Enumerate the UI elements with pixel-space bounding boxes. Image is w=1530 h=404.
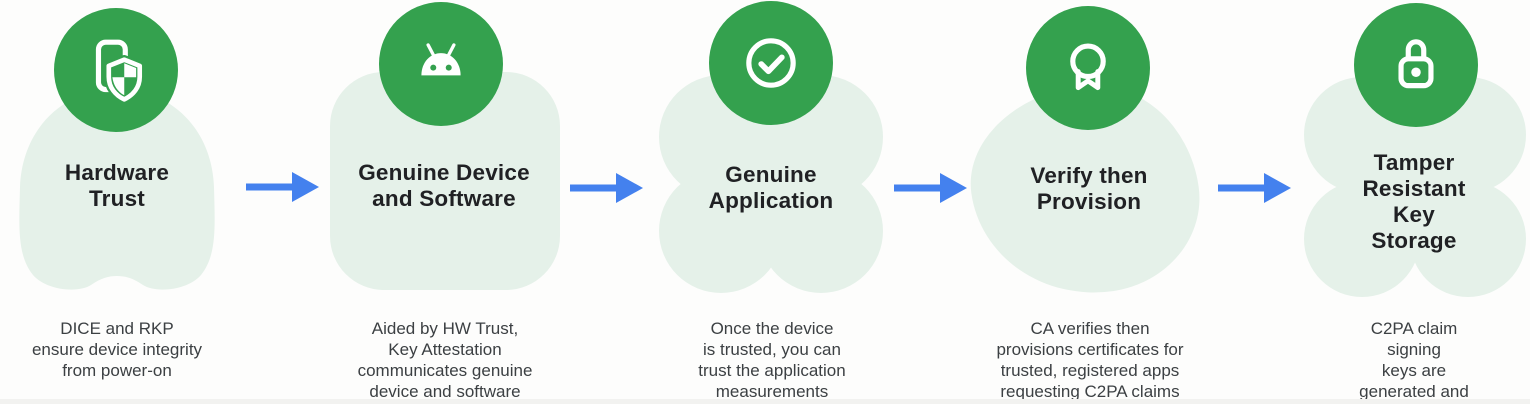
step-title: Genuine Device and Software	[358, 160, 530, 211]
step-icon-circle	[54, 8, 178, 132]
step-description: C2PA claim signing keys are generated an…	[1359, 319, 1469, 404]
step-description: Aided by HW Trust, Key Attestation commu…	[357, 319, 533, 401]
step-title: Genuine Application	[708, 162, 834, 213]
bottom-edge-line	[0, 399, 1530, 404]
flow-arrow-icon	[894, 173, 967, 203]
step-description: Once the device is trusted, you can trus…	[698, 319, 846, 401]
step-icon-circle	[1354, 3, 1478, 127]
step-icon-circle	[709, 1, 833, 125]
step-icon-circle	[379, 2, 503, 126]
flow-arrow-icon	[570, 173, 643, 203]
step-description: CA verifies then provisions certificates…	[996, 319, 1184, 401]
blob-background	[19, 89, 215, 290]
phone-shield-icon	[95, 39, 145, 103]
blob-background	[1304, 77, 1526, 297]
step-title: Tamper Resistant Key Storage	[1362, 150, 1466, 253]
step-description: DICE and RKP ensure device integrity fro…	[31, 319, 203, 380]
lock-icon	[1398, 39, 1434, 89]
blob-background	[330, 72, 560, 290]
flow-arrow-icon	[246, 172, 319, 202]
blob-background	[958, 71, 1212, 309]
step-title: Verify then Provision	[1030, 163, 1148, 214]
android-icon	[421, 43, 461, 76]
blob-background	[659, 75, 883, 293]
flow-arrow-icon	[1218, 173, 1291, 203]
step-title: Hardware Trust	[64, 160, 170, 211]
step-icon-circle	[1026, 6, 1150, 130]
check-circle-icon	[746, 38, 796, 88]
award-ribbon-icon	[1070, 43, 1106, 91]
